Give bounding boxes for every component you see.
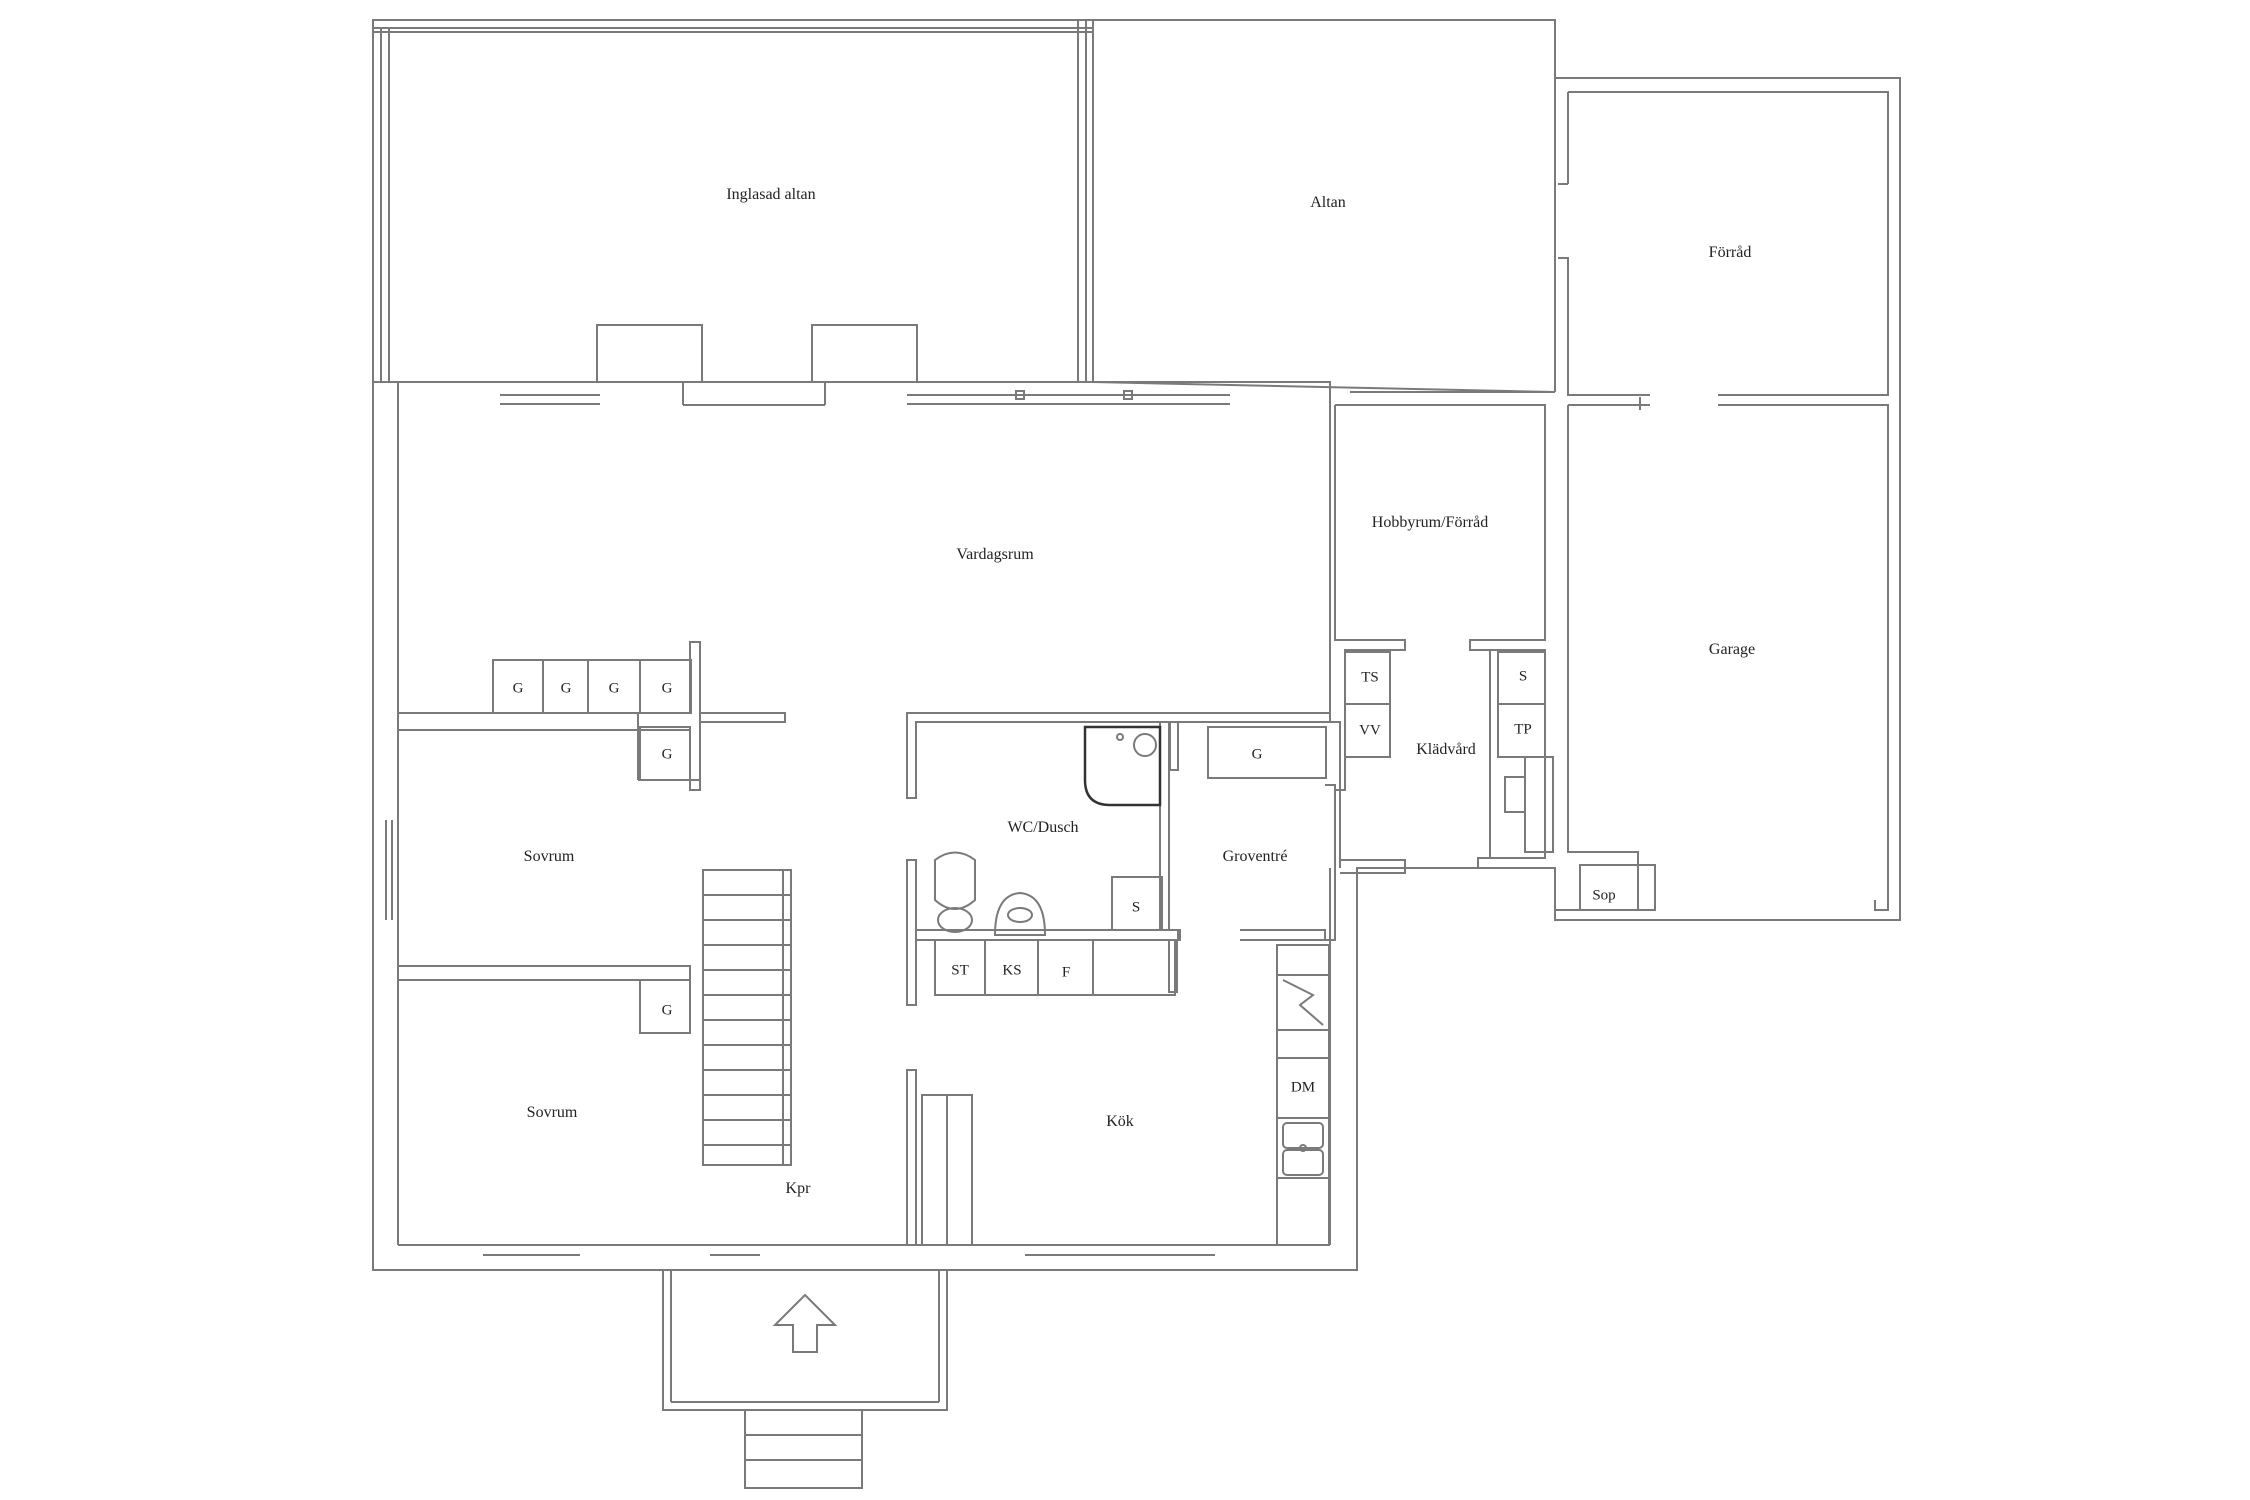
- room-label-forrad: Förråd: [1708, 244, 1752, 261]
- fixture-label-g5: G: [661, 746, 673, 763]
- room-label-sovrum-2: Sovrum: [526, 1104, 578, 1121]
- fixture-label-g3: G: [608, 680, 620, 697]
- room-label-kok: Kök: [1106, 1113, 1134, 1130]
- entrance-porch: [662, 1270, 948, 1489]
- room-label-altan: Altan: [1310, 194, 1346, 211]
- fixture-label-s2: S: [1131, 899, 1141, 916]
- sink-icon: [1282, 1122, 1324, 1176]
- fixture-label-ks: KS: [1002, 962, 1022, 979]
- fixture-label-g7: G: [661, 1002, 673, 1019]
- fixture-label-tp: TP: [1514, 721, 1532, 738]
- fixture-label-vv: VV: [1359, 722, 1381, 739]
- room-label-hobbyrum: Hobbyrum/Förråd: [1371, 514, 1489, 531]
- entrance-arrow-icon: [772, 1293, 838, 1353]
- fixture-label-ts: TS: [1361, 669, 1379, 686]
- fixture-label-g6: G: [1251, 746, 1263, 763]
- altan-walls: [1092, 20, 1556, 393]
- room-label-garage: Garage: [1708, 641, 1756, 658]
- fixture-label-st: ST: [951, 962, 969, 979]
- kitchen-counter: [921, 944, 1330, 1246]
- room-label-kpr: Kpr: [785, 1180, 811, 1197]
- room-label-vardagsrum: Vardagsrum: [956, 546, 1034, 563]
- room-label-kladvard: Klädvård: [1416, 741, 1476, 758]
- garage-block-walls: [1555, 91, 1889, 911]
- stairs-icon: [702, 869, 792, 1166]
- fixture-label-g4: G: [661, 680, 673, 697]
- room-label-sop: Sop: [1592, 887, 1616, 904]
- fixture-label-g1: G: [512, 680, 524, 697]
- inglasad-altan-walls: [372, 19, 1094, 383]
- outer-walls: [372, 19, 1901, 1271]
- fixture-label-f: F: [1061, 964, 1071, 981]
- fixture-label-g2: G: [560, 680, 572, 697]
- washbasin-icon: [993, 891, 1047, 936]
- toilet-icon: [934, 851, 976, 933]
- room-label-inglasad-altan: Inglasad altan: [726, 186, 816, 203]
- interior-walls: [398, 404, 1546, 1246]
- shower-icon: [1083, 725, 1162, 807]
- room-label-wc-dusch: WC/Dusch: [1007, 819, 1079, 836]
- laundry-sink-icon: [1504, 756, 1554, 853]
- wardrobe-boxes: [492, 651, 1639, 1034]
- fixture-label-s1: S: [1518, 668, 1528, 685]
- fixture-label-dm: DM: [1290, 1079, 1316, 1096]
- room-label-groventre: Groventré: [1222, 848, 1288, 865]
- room-label-sovrum-1: Sovrum: [523, 848, 575, 865]
- north-windows: [500, 382, 1230, 406]
- south-windows: [385, 820, 1215, 1256]
